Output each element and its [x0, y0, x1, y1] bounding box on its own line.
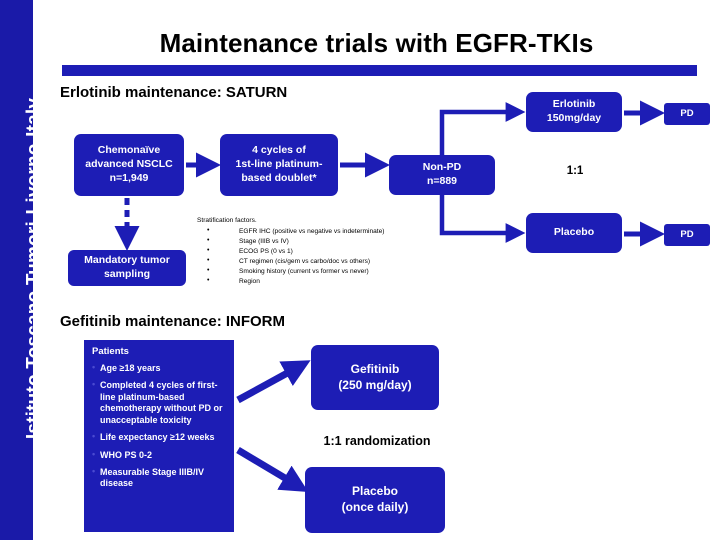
list-item: Measurable Stage IIIB/IV disease	[92, 466, 227, 490]
institution-name: Istituto Toscano Tumori-Livorno-Italy	[23, 97, 45, 440]
inform-randomization-label: 1:1 randomization	[323, 434, 431, 448]
list-item: Life expectancy ≥12 weeks	[92, 431, 227, 443]
inform-patients-panel: Patients Age ≥18 years Completed 4 cycle…	[84, 340, 234, 532]
patients-criteria-list: Age ≥18 years Completed 4 cycles of firs…	[92, 362, 227, 490]
inform-section-heading: Gefitinib maintenance: INFORM	[60, 313, 286, 330]
saturn-section-heading: Erlotinib maintenance: SATURN	[60, 84, 288, 101]
box-placebo-arm-inform: Placebo (once daily)	[305, 467, 445, 533]
page-title: Maintenance trials with EGFR-TKIs	[159, 28, 594, 58]
box-mandatory-tumor-sampling: Mandatory tumor sampling	[68, 250, 186, 286]
stratification-list: EGFR IHC (positive vs negative vs indete…	[197, 226, 437, 287]
list-item: Completed 4 cycles of first-line platinu…	[92, 379, 227, 426]
patients-panel-title: Patients	[92, 346, 129, 357]
box-chemonaive-population: Chemonaïve advanced NSCLC n=1,949	[74, 134, 184, 196]
box-pd-endpoint-placebo: PD	[664, 224, 710, 246]
list-item: Age ≥18 years	[92, 362, 227, 374]
box-placebo-arm-saturn: Placebo	[526, 213, 622, 253]
list-item: CT regimen (cis/gem vs carbo/doc vs othe…	[197, 256, 437, 267]
list-item: ECOG PS (0 vs 1)	[197, 246, 437, 257]
box-gefitinib-arm: Gefitinib (250 mg/day)	[311, 345, 439, 410]
stratification-title: Stratification factors.	[197, 217, 257, 224]
box-erlotinib-arm: Erlotinib 150mg/day	[526, 92, 622, 132]
box-non-pd-population: Non-PD n=889	[389, 155, 495, 195]
list-item: WHO PS 0-2	[92, 449, 227, 461]
title-underline-bar	[62, 65, 697, 76]
box-induction-chemotherapy: 4 cycles of 1st-line platinum- based dou…	[220, 134, 338, 196]
list-item: EGFR IHC (positive vs negative vs indete…	[197, 226, 437, 237]
list-item: Region	[197, 276, 437, 287]
list-item: Stage (IIIB vs IV)	[197, 236, 437, 247]
list-item: Smoking history (current vs former vs ne…	[197, 266, 437, 277]
stratification-factors: Stratification factors. EGFR IHC (positi…	[197, 216, 437, 287]
institution-sidebar: Istituto Toscano Tumori-Livorno-Italy	[0, 0, 45, 540]
box-pd-endpoint-erlotinib: PD	[664, 103, 710, 125]
saturn-randomization-ratio: 1:1	[566, 165, 584, 177]
